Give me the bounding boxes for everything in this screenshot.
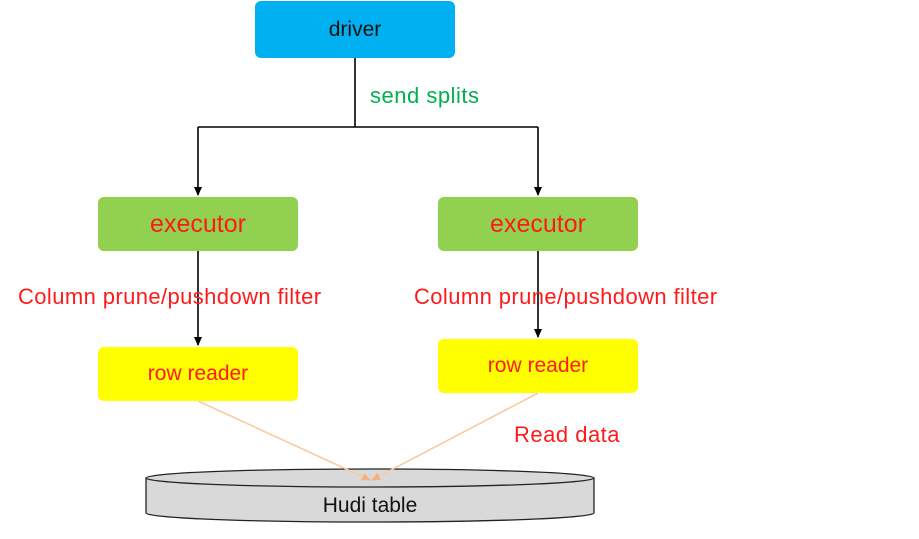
hudi-table-label: Hudi table	[322, 494, 418, 517]
hudi-table-body	[145, 477, 595, 523]
hudi-table-top	[145, 468, 595, 488]
data-flow-right	[371, 392, 539, 481]
read-data-label: Read data	[514, 422, 621, 447]
send-splits-label: send splits	[370, 83, 480, 108]
driver-node: driver	[255, 1, 455, 58]
data-flow-left	[197, 400, 371, 481]
filter-label-left: Column prune/pushdown filter	[18, 284, 322, 309]
executor-node-right: executor	[438, 197, 638, 251]
row-reader-node-right: row reader	[438, 339, 638, 393]
filter-label-right: Column prune/pushdown filter	[414, 284, 718, 309]
row-reader-node-left: row reader	[98, 347, 298, 401]
executor-node-left: executor	[98, 197, 298, 251]
